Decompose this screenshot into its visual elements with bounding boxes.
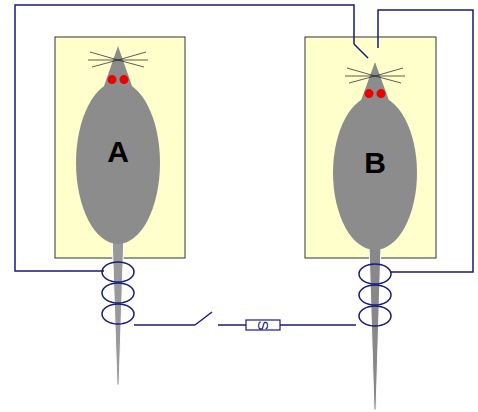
rat-letter: B — [364, 148, 386, 178]
cage-box — [55, 37, 185, 258]
coil-loop — [359, 306, 391, 326]
rat-body: B — [330, 62, 420, 250]
wires — [15, 5, 473, 325]
wire — [15, 5, 354, 271]
rat-head — [100, 46, 136, 98]
rat-eye — [108, 75, 117, 84]
resistor-mark: S — [255, 320, 270, 330]
coil-loop — [359, 285, 391, 305]
rat-body: A — [73, 46, 163, 244]
coil-loop — [359, 264, 391, 284]
coil-loop — [102, 283, 134, 303]
resistor-symbol — [246, 320, 280, 330]
rat-torso — [76, 82, 160, 244]
rat-tail — [369, 245, 381, 410]
rat-eye — [365, 89, 374, 98]
switch-blade — [195, 312, 212, 325]
coil-windings — [102, 262, 391, 326]
rat-whisker — [92, 60, 118, 67]
wire — [134, 324, 195, 326]
rat-whisker — [118, 60, 148, 61]
rat-whisker — [375, 76, 405, 77]
wire — [218, 324, 246, 326]
coil-loop — [102, 304, 134, 324]
rat-eye — [120, 75, 129, 84]
cage-box — [305, 37, 436, 258]
rat-whisker — [90, 52, 118, 60]
rat-whisker — [88, 60, 118, 61]
rat-whisker — [345, 76, 375, 77]
rat-whisker — [375, 76, 401, 83]
rat-whisker — [118, 60, 144, 67]
rat-tail — [112, 233, 124, 385]
rat-letter: A — [107, 137, 129, 167]
rat-whisker — [118, 52, 146, 60]
rat-whisker — [347, 68, 375, 76]
rat-eye — [377, 89, 386, 98]
rat-torso — [333, 96, 417, 250]
wire — [280, 324, 356, 326]
coil-loop — [102, 262, 134, 282]
rat-whisker — [349, 76, 375, 83]
rat-whisker — [375, 68, 403, 76]
switch-blade — [354, 44, 368, 58]
rat-head — [357, 62, 393, 112]
